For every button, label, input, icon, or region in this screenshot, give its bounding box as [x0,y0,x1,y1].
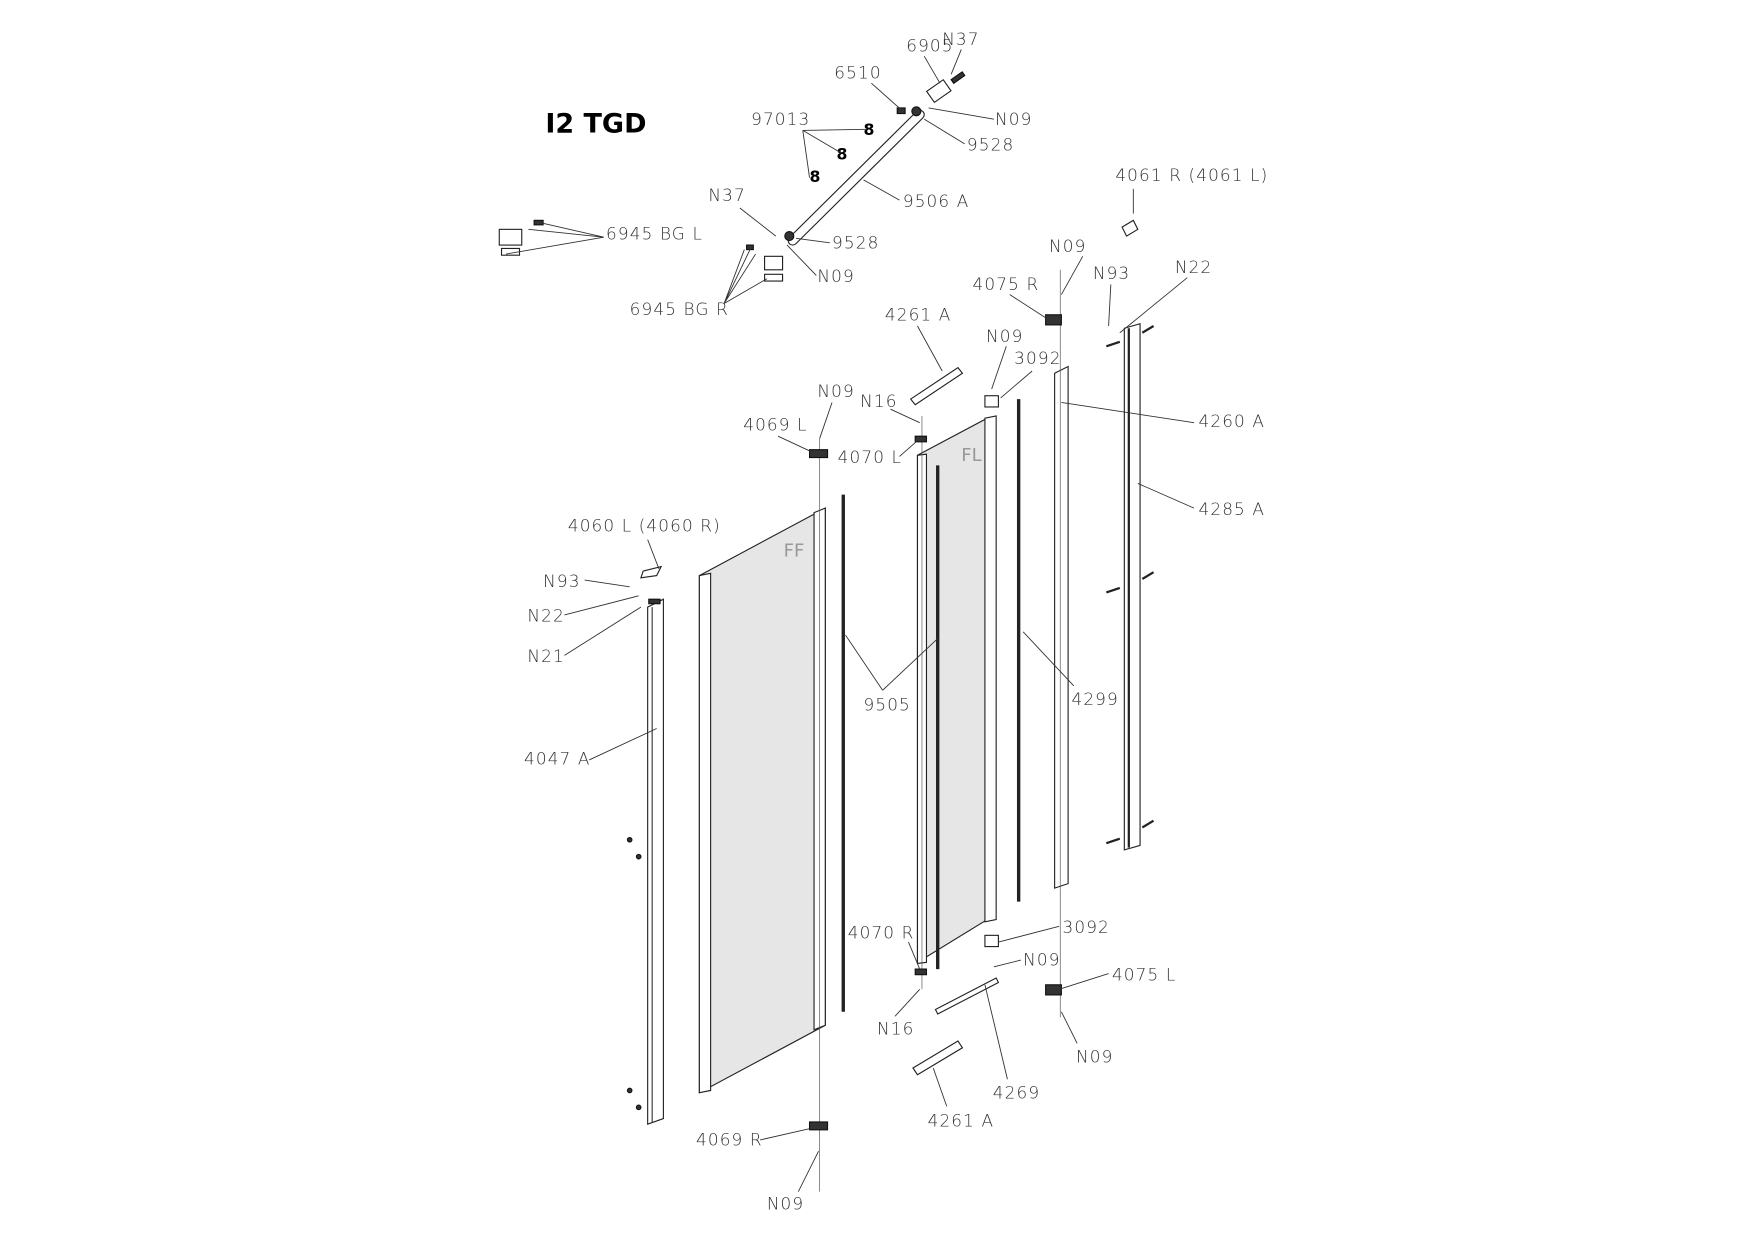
top-bar-assembly: 8 8 8 [498,71,966,282]
part-label: 4069 L [743,415,807,435]
part-label: N09 [1049,236,1086,256]
glass-label-fl: FL [961,445,981,466]
part-label: N21 [527,646,564,666]
part-label: 3092 [1014,348,1061,368]
part-label: N93 [543,571,580,591]
part-label: 4070 R [848,923,915,943]
svg-text:8: 8 [837,145,848,164]
part-label: N16 [860,391,897,411]
part-label: 6945 BG R [630,299,729,319]
part-label: N09 [995,109,1032,129]
part-label: N09 [1076,1046,1113,1066]
part-label: 97013 [751,109,810,129]
part-label: 9528 [967,135,1014,155]
part-label: 4069 R [696,1130,763,1150]
leader-lines [505,49,1195,1192]
part-label: 4061 R (4061 L) [1115,165,1268,185]
svg-text:8: 8 [864,120,875,139]
part-label: 9505 [864,694,911,714]
part-label: 3092 [1062,917,1109,937]
part-label: 4075 R [973,274,1040,294]
part-label: 4260 A [1199,411,1266,431]
fixed-glass-panel [698,438,845,1192]
part-label: 4269 [993,1082,1040,1102]
part-label: 9506 A [903,191,970,211]
part-label: 6945 BG L [606,223,703,243]
part-label: 4060 L (4060 R) [568,516,721,536]
part-label: 4285 A [1199,499,1266,519]
part-label: N37 [942,29,979,49]
part-label: 9528 [832,232,879,252]
part-label: N09 [817,266,854,286]
right-profiles [1045,219,1155,1018]
part-label: N22 [527,606,564,626]
glass-label-ff: FF [784,540,805,561]
part-label: 4299 [1071,689,1118,709]
part-label: N09 [1023,950,1060,970]
part-label: N09 [986,326,1023,346]
part-label: N37 [708,185,745,205]
part-label: 4070 L [838,447,902,467]
part-labels: 6905 N37 6510 97013 N09 9528 9506 A 4061… [524,29,1268,1214]
part-label: N22 [1175,257,1212,277]
part-label: 4261 A [885,304,952,324]
part-label: 4047 A [524,748,591,768]
part-label: N09 [767,1194,804,1214]
part-label: N09 [817,381,854,401]
part-label: 6905 [906,36,953,56]
part-label: 4261 A [928,1110,995,1130]
wall-profile-4047a [626,565,664,1126]
diagram-title: I2 TGD [545,109,646,140]
part-label: N93 [1093,263,1130,283]
svg-text:8: 8 [810,167,821,186]
part-label: 4075 L [1112,964,1176,984]
part-label: N16 [877,1018,914,1038]
part-label: 6510 [834,63,881,83]
sliding-glass-panel [909,366,1021,1076]
